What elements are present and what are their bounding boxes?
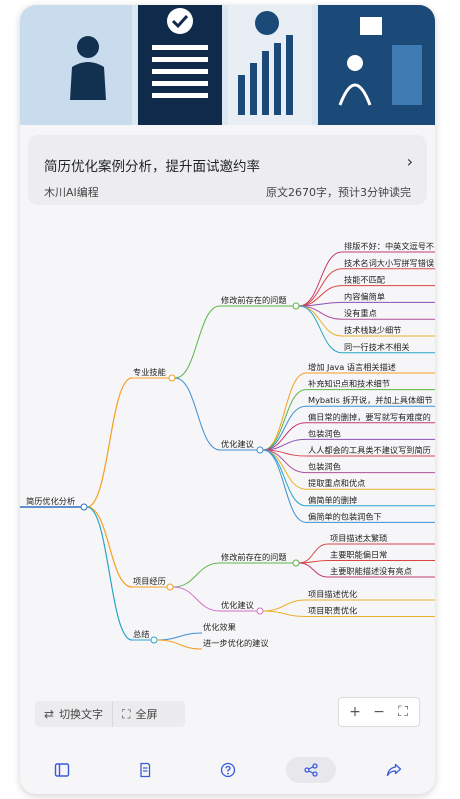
- toolbar-divider: [112, 701, 114, 727]
- mindmap-leaf-node[interactable]: 排版不好：中英文逗号不: [344, 241, 434, 251]
- mindmap-topic-node[interactable]: 修改前存在的问题: [221, 552, 287, 562]
- mindmap-node-dot[interactable]: [168, 374, 176, 382]
- mindmap-connector: [262, 610, 307, 617]
- article-summary-card[interactable]: 简历优化案例分析，提升面试邀约率 › 木川AI编程 原文2670字，预计3分钟读…: [28, 135, 427, 205]
- mindmap-canvas[interactable]: 简历优化分析专业技能修改前存在的问题排版不好：中英文逗号不技术名词大小写拼写错误…: [20, 210, 435, 690]
- fit-view-button[interactable]: ⛶: [398, 704, 408, 720]
- mindmap-connector: [262, 599, 307, 612]
- mindmap-node-dot[interactable]: [166, 583, 174, 591]
- mindmap-connector: [262, 389, 307, 451]
- bottom-nav: [20, 750, 435, 790]
- mindmap-leaf-node[interactable]: 同一行技术不相关: [344, 342, 410, 352]
- mindmap-connector: [156, 632, 203, 641]
- mindmap-connector: [298, 251, 343, 307]
- article-author: 木川AI编程: [44, 186, 99, 199]
- mindmap-leaf-node[interactable]: 增加 Java 语言相关描述: [308, 362, 396, 372]
- mindmap-connector: [298, 560, 329, 564]
- zoom-controls: + − ⛶: [338, 697, 420, 727]
- mindmap-leaf-node[interactable]: 包装润色: [308, 462, 341, 472]
- mindmap-topic-node[interactable]: 优化建议: [221, 600, 254, 610]
- mindmap-connector: [86, 377, 133, 508]
- share-icon: [386, 763, 401, 777]
- mindmap-connector: [174, 377, 221, 451]
- banner-image: [20, 5, 435, 125]
- nav-sidebar-button[interactable]: [37, 757, 87, 783]
- mindmap-connector: [172, 586, 221, 612]
- nav-help-button[interactable]: [203, 757, 253, 783]
- mindmap-leaf-node[interactable]: 偏简单的删掉: [308, 495, 357, 505]
- mindmap-leaf-node[interactable]: 技术栈缺少细节: [344, 325, 401, 335]
- mindmap-branch-node[interactable]: 专业技能: [133, 367, 166, 377]
- nav-mindmap-button[interactable]: [285, 757, 336, 783]
- mindmap-root-node[interactable]: 简历优化分析: [26, 496, 75, 506]
- mindmap-leaf-node[interactable]: 包装润色: [308, 428, 341, 438]
- mindmap-topic-node[interactable]: 优化建议: [221, 439, 254, 449]
- mindmap-connector: [298, 305, 343, 337]
- toggle-text-label: 切换文字: [59, 708, 104, 721]
- mindmap-branch-node[interactable]: 项目经历: [133, 576, 166, 586]
- mindmap-node-dot[interactable]: [292, 302, 300, 310]
- help-icon: [220, 762, 235, 778]
- notes-icon: [139, 762, 150, 778]
- fullscreen-icon: ⛶: [122, 706, 131, 721]
- mindmap-connector: [86, 506, 133, 588]
- mindmap-leaf-node[interactable]: 项目描述优化: [308, 589, 357, 599]
- mindmap-leaf-node[interactable]: 技术名词大小写拼写错误: [344, 258, 434, 268]
- mindmap-connector: [156, 639, 203, 650]
- fullscreen-button[interactable]: ⛶ 全屏: [113, 701, 166, 727]
- mindmap-topic-node[interactable]: 优化效果: [203, 622, 236, 632]
- mindmap-leaf-node[interactable]: 项目描述太繁琐: [330, 533, 387, 543]
- mindmap-leaf-node[interactable]: 人人都会的工具类不建议写到简历: [308, 445, 431, 455]
- mindmap-topic-node[interactable]: 进一步优化的建议: [203, 638, 269, 648]
- mindmap-node-dot[interactable]: [292, 559, 300, 567]
- nav-notes-button[interactable]: [120, 757, 170, 783]
- mindmap-connector: [262, 422, 307, 451]
- mindmap-topic-node[interactable]: 修改前存在的问题: [221, 295, 287, 305]
- mindmap-connector: [298, 305, 343, 354]
- sidebar-icon: [54, 763, 69, 777]
- mindmap-leaf-node[interactable]: 偏日常的删掉，要写就写有难度的: [308, 412, 431, 422]
- mindmap-svg: 简历优化分析专业技能修改前存在的问题排版不好：中英文逗号不技术名词大小写拼写错误…: [20, 241, 435, 650]
- nav-share-button[interactable]: [369, 757, 419, 783]
- mindmap-leaf-node[interactable]: 提取重点和优点: [308, 478, 365, 488]
- chevron-right-icon[interactable]: ›: [406, 152, 413, 171]
- mindmap-leaf-node[interactable]: 内容偏简单: [344, 291, 385, 301]
- mindmap-leaf-node[interactable]: Mybatis 拆开说，并加上具体细节: [308, 395, 433, 405]
- mindmap-leaf-node[interactable]: 补充知识点和技术细节: [308, 379, 390, 389]
- mindmap-connector: [262, 449, 307, 523]
- mindmap-node-dot[interactable]: [80, 503, 88, 511]
- mindmap-leaf-node[interactable]: 项目职责优化: [308, 606, 357, 616]
- mindmap-connector: [298, 562, 329, 578]
- mindmap-connector: [262, 449, 307, 507]
- mindmap-leaf-node[interactable]: 技能不匹配: [344, 275, 385, 285]
- mindmap-connector: [86, 506, 133, 641]
- mindmap-icon: [303, 763, 318, 777]
- fullscreen-label: 全屏: [135, 708, 158, 721]
- mindmap-node-dot[interactable]: [256, 607, 264, 615]
- mindmap-leaf-node[interactable]: 偏简单的包装润色下: [308, 511, 382, 521]
- content-card: 简历优化案例分析，提升面试邀约率 › 木川AI编程 原文2670字，预计3分钟读…: [20, 5, 435, 794]
- zoom-in-button[interactable]: +: [349, 704, 361, 720]
- view-toggle-bar: ⇄ 切换文字 ⛶ 全屏: [35, 701, 185, 727]
- mindmap-leaf-node[interactable]: 没有重点: [344, 308, 377, 318]
- toggle-text-button[interactable]: ⇄ 切换文字: [35, 701, 112, 727]
- mindmap-connector: [298, 268, 343, 307]
- mindmap-leaf-node[interactable]: 主要职能描述没有亮点: [330, 566, 412, 576]
- article-meta: 原文2670字，预计3分钟读完: [266, 186, 411, 199]
- mindmap-leaf-node[interactable]: 主要职能偏日常: [330, 550, 387, 560]
- swap-icon: ⇄: [44, 707, 55, 721]
- mindmap-connector: [174, 305, 221, 379]
- mindmap-branch-node[interactable]: 总结: [133, 629, 149, 639]
- mindmap-node-dot[interactable]: [150, 636, 158, 644]
- article-title: 简历优化案例分析，提升面试邀约率: [44, 159, 260, 175]
- zoom-out-button[interactable]: −: [373, 704, 385, 720]
- mindmap-node-dot[interactable]: [256, 446, 264, 454]
- mindmap-connector: [172, 562, 221, 588]
- mindmap-connector: [262, 372, 307, 451]
